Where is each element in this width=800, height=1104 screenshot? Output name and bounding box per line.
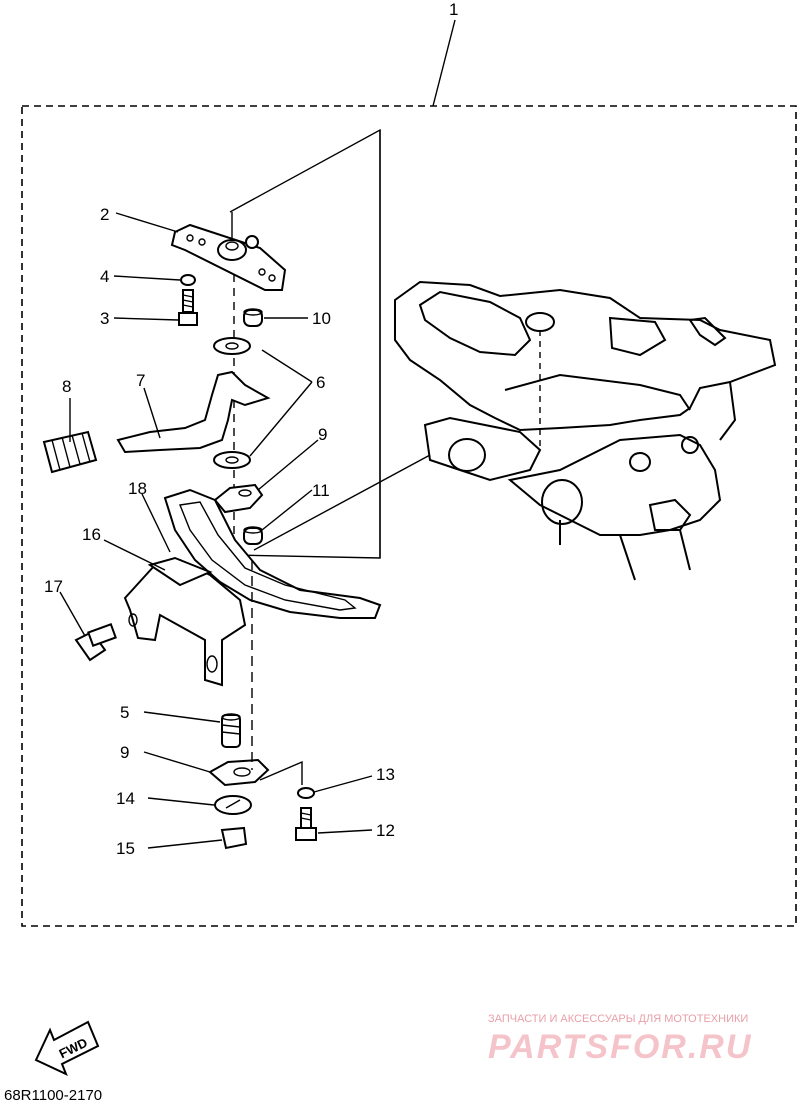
- callout-5: 5: [120, 703, 129, 722]
- leader-1: [432, 19, 456, 107]
- part-9-lower-plate: [208, 758, 270, 787]
- callout-16: 16: [82, 525, 101, 544]
- leader-lines: [59, 212, 373, 849]
- callout-17: 17: [44, 577, 63, 596]
- assembly-guide-lines: [229, 128, 541, 560]
- fwd-arrow-icon: FWD: [34, 1020, 100, 1076]
- watermark-tagline: ЗАПЧАСТИ И АКСЕССУАРЫ ДЛЯ МОТОТЕХНИКИ: [488, 1013, 748, 1025]
- diagram-code: 68R1100-2170: [4, 1087, 102, 1104]
- callout-4: 4: [100, 267, 109, 286]
- part-8-rubber: [42, 430, 98, 474]
- part-5-pin: [221, 713, 241, 748]
- callout-8: 8: [62, 377, 71, 396]
- callout-6: 6: [316, 373, 325, 392]
- part-6-washers: [213, 337, 251, 469]
- callout-9-upper: 9: [318, 425, 327, 444]
- part-15-nut: [220, 826, 248, 850]
- callout-10: 10: [312, 309, 331, 328]
- part-14-washer: [214, 795, 252, 815]
- callout-12: 12: [376, 821, 395, 840]
- part-4-washer: [180, 274, 196, 286]
- part-3-bolt: [178, 289, 198, 326]
- part-13-washer: [297, 787, 315, 799]
- part-17-bolt: [74, 623, 117, 662]
- callout-18: 18: [128, 479, 147, 498]
- callout-1: 1: [449, 0, 458, 19]
- part-2-plate: [170, 223, 287, 291]
- part-16-bracket: [123, 556, 247, 687]
- part-11-collar: [243, 526, 263, 545]
- axis-offset: [259, 760, 303, 785]
- callout-13: 13: [376, 765, 395, 784]
- assembly-boundary: [21, 105, 797, 927]
- watermark-brand: PARTSFOR.RU: [488, 1028, 752, 1066]
- part-12-bolt: [295, 807, 317, 841]
- part-9-upper-plate: [213, 483, 264, 514]
- callout-14: 14: [116, 789, 135, 808]
- part-10-collar: [243, 308, 263, 327]
- callout-11: 11: [312, 481, 330, 500]
- callout-7: 7: [136, 371, 145, 390]
- engine-frame-drawing: [394, 280, 777, 581]
- part-7-shift-lever: [116, 370, 271, 454]
- callout-15: 15: [116, 839, 135, 858]
- callout-9-lower: 9: [120, 743, 129, 762]
- callout-3: 3: [100, 309, 109, 328]
- callout-2: 2: [100, 205, 109, 224]
